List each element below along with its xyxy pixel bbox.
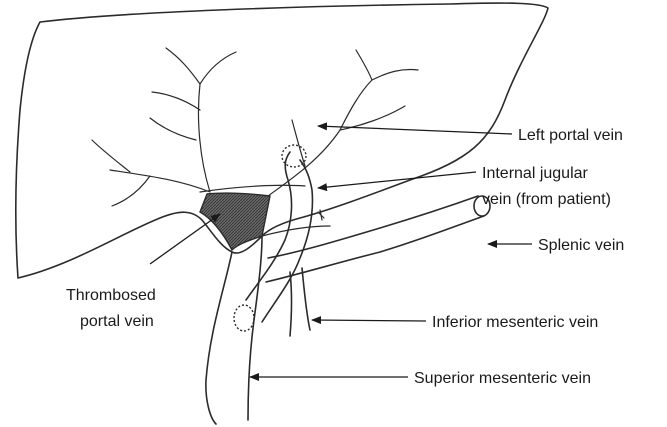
liver-outline xyxy=(16,3,548,278)
label-thrombosed-1: Thrombosed xyxy=(66,287,156,304)
inferior-mesenteric-vein xyxy=(290,268,310,336)
label-inferior-mesenteric-vein: Inferior mesenteric vein xyxy=(432,314,598,331)
label-internal-jugular-1: Internal jugular xyxy=(482,165,589,182)
splenic-vein xyxy=(266,196,484,282)
lower-anastomosis xyxy=(234,305,254,331)
arrow-thrombosed xyxy=(150,214,220,264)
label-thrombosed-2: portal vein xyxy=(80,313,154,330)
label-superior-mesenteric-vein: Superior mesenteric vein xyxy=(414,370,591,387)
arrow-inferior-mesenteric xyxy=(312,320,426,321)
label-internal-jugular-2: vein (from patient) xyxy=(482,191,611,208)
label-left-portal-vein: Left portal vein xyxy=(518,127,623,144)
label-splenic-vein: Splenic vein xyxy=(538,237,624,254)
arrow-left-portal-vein xyxy=(318,126,512,134)
superior-mesenteric-vein xyxy=(206,236,262,424)
intrahepatic-branch-left xyxy=(92,48,236,206)
intrahepatic-branch-right xyxy=(268,50,418,196)
